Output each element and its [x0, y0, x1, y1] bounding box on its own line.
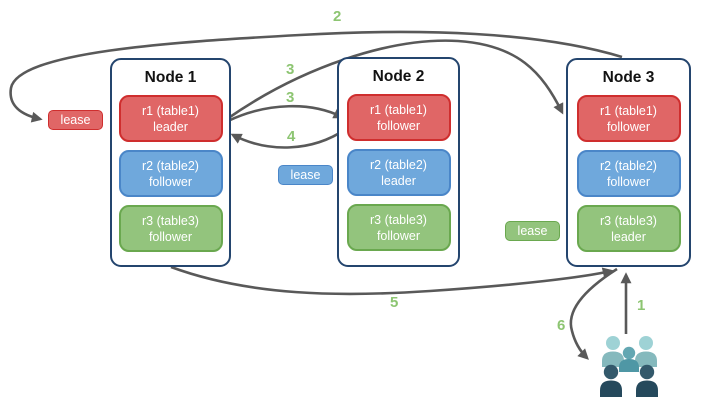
replica-role: follower: [148, 174, 193, 189]
node-2: Node 2 r1 (table1) follower r2 (table2) …: [337, 57, 460, 267]
replica-name: r2 (table2): [600, 158, 657, 173]
step-label-4: 4: [287, 128, 296, 145]
replica-role: follower: [376, 228, 421, 243]
replica-name: r1 (table1): [142, 103, 199, 118]
node-title: Node 3: [602, 69, 655, 86]
node-1: Node 1 r1 (table1) leader r2 (table2) fo…: [110, 58, 231, 267]
replica-name: r2 (table2): [142, 158, 199, 173]
replica-name: r1 (table1): [600, 103, 657, 118]
arrow-step-4: [230, 127, 347, 149]
replica-name: r1 (table1): [370, 102, 427, 117]
replica-r1-leader: r1 (table1) leader: [118, 95, 223, 142]
node-3: Node 3 r1 (table1) follower r2 (table2) …: [566, 58, 691, 267]
replica-role: follower: [148, 229, 193, 244]
step-label-2: 2: [333, 8, 342, 25]
replica-role: follower: [606, 174, 651, 189]
arrow-step-3-long: [226, 39, 564, 121]
replica-role: leader: [611, 229, 646, 244]
replica-role: follower: [376, 118, 421, 133]
lease-badge-table1: lease: [48, 110, 103, 130]
arrow-step-2: [9, 30, 623, 123]
step-label-1: 1: [637, 297, 646, 314]
replica-name: r2 (table2): [370, 157, 427, 172]
arrow-step-3-short: [227, 104, 345, 123]
lease-badge-table2: lease: [278, 165, 333, 185]
replica-name: r3 (table3): [142, 213, 199, 228]
arrow-step-6: [569, 267, 618, 360]
replica-r3-follower: r3 (table3) follower: [118, 205, 223, 252]
replica-role: leader: [381, 173, 416, 188]
replica-r2-follower: r2 (table2) follower: [576, 150, 681, 197]
step-label-6: 6: [557, 317, 566, 334]
step-label-3a: 3: [286, 61, 295, 78]
node-title: Node 1: [144, 69, 197, 86]
replica-r1-follower: r1 (table1) follower: [576, 95, 681, 142]
replica-role: leader: [153, 119, 188, 134]
replica-name: r3 (table3): [370, 212, 427, 227]
replica-r1-follower: r1 (table1) follower: [346, 94, 451, 141]
replica-name: r3 (table3): [600, 213, 657, 228]
replica-r3-leader: r3 (table3) leader: [576, 205, 681, 252]
lease-badge-table3: lease: [505, 221, 560, 241]
replica-r2-leader: r2 (table2) leader: [346, 149, 451, 196]
step-label-5: 5: [390, 294, 399, 311]
replica-r2-follower: r2 (table2) follower: [118, 150, 223, 197]
users-icon: [600, 336, 658, 397]
replica-role: follower: [606, 119, 651, 134]
arrow-step-5: [170, 265, 614, 296]
node-title: Node 2: [372, 68, 425, 85]
step-label-3b: 3: [286, 89, 295, 106]
replica-r3-follower: r3 (table3) follower: [346, 204, 451, 251]
